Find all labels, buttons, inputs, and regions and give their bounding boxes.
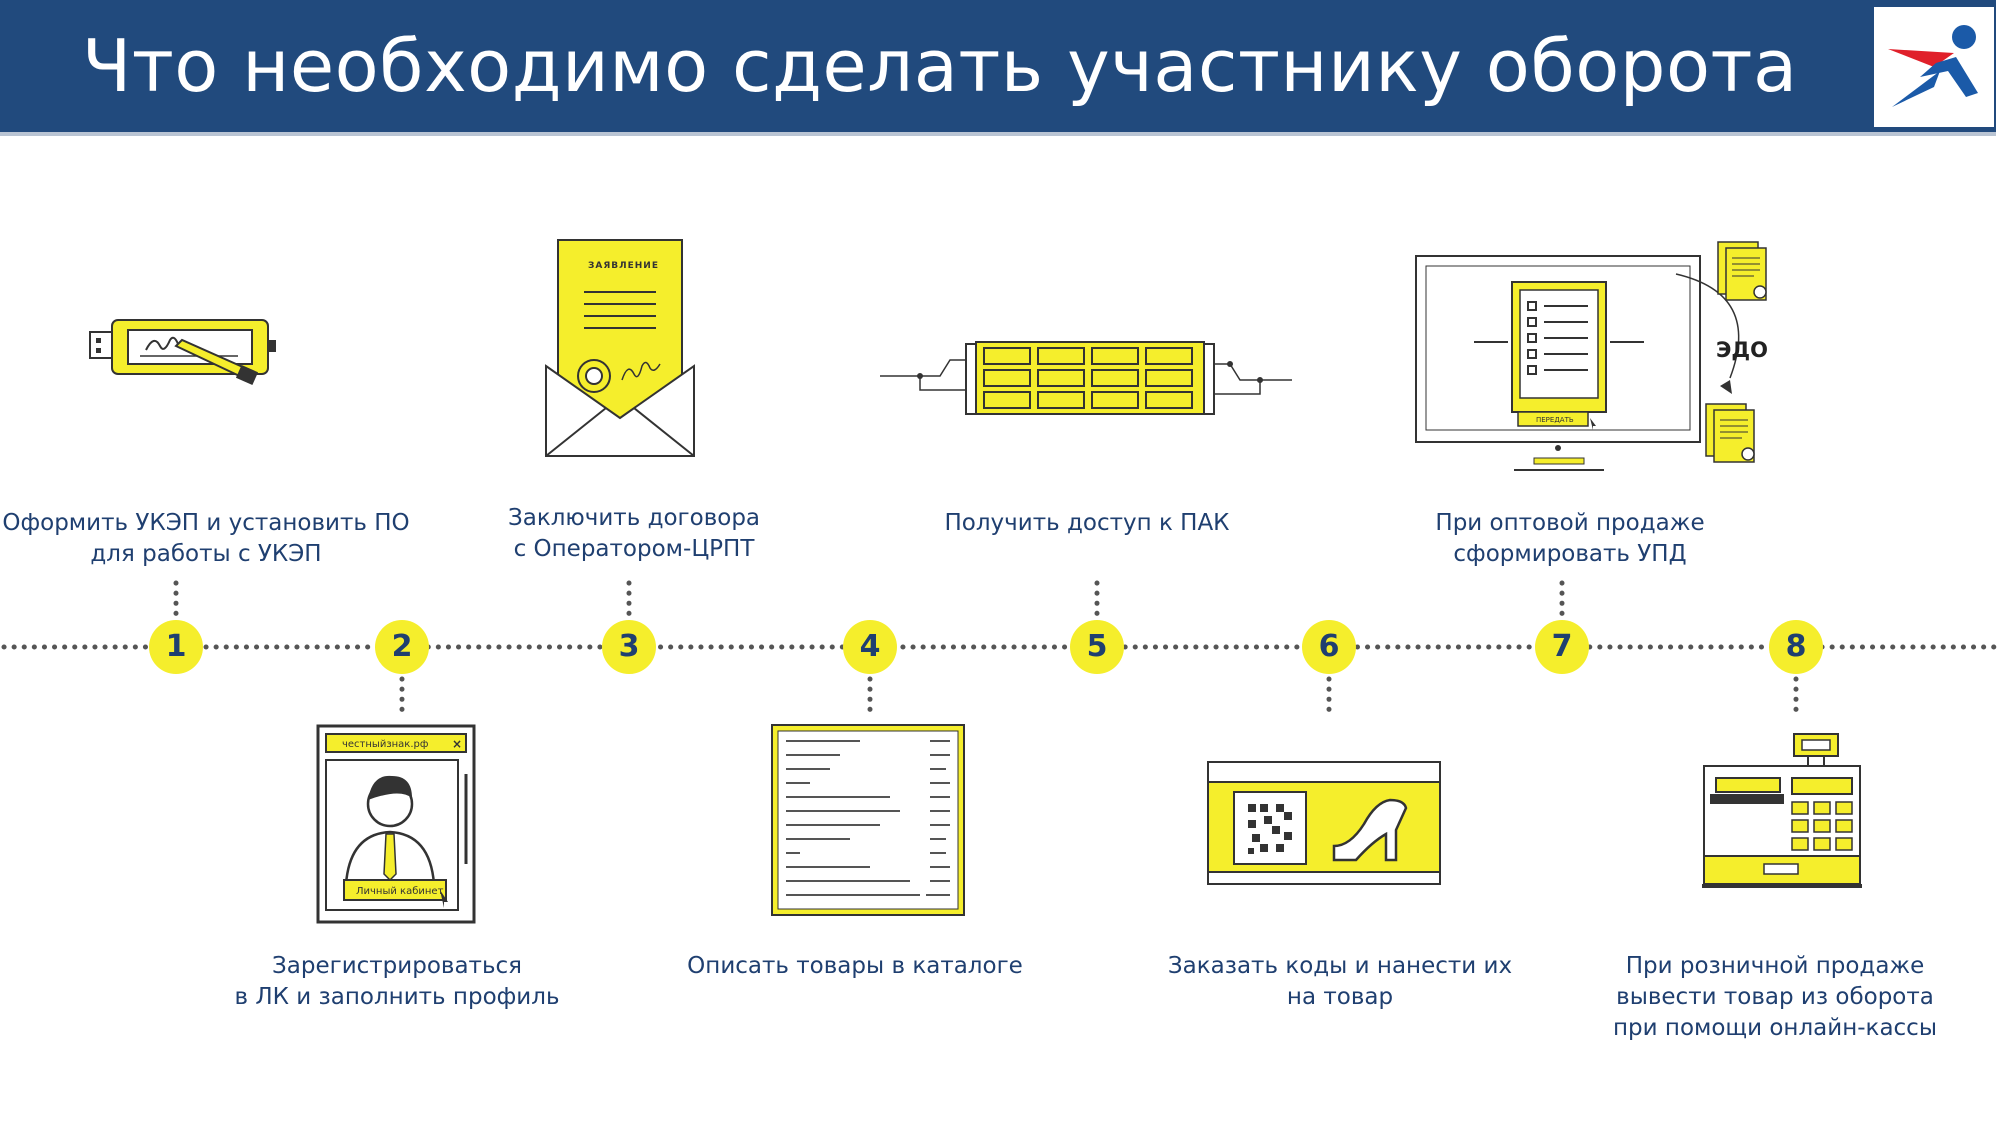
connector-step-8 [1793, 676, 1799, 712]
page-title: Что необходимо сделать участнику оборота [82, 24, 1798, 108]
icon-cabinet-label: Личный кабинет [356, 886, 444, 897]
catalog-form-icon [770, 723, 966, 917]
edo-label: ЭДО [1716, 338, 1768, 362]
step-6-circle: 6 [1302, 620, 1356, 674]
step-1-label: Оформить УКЭП и установить ПО для работы… [2, 510, 410, 567]
header-bar: Что необходимо сделать участнику оборота [0, 0, 1996, 136]
svg-text:×: × [452, 737, 462, 751]
icon-site-label: честныйзнак.рф [342, 739, 428, 750]
runner-logo-icon [1888, 25, 1978, 107]
connector-step-6 [1326, 676, 1332, 712]
logo [1874, 7, 1994, 127]
step-5-circle: 5 [1070, 620, 1124, 674]
connector-step-3 [626, 580, 632, 616]
connector-step-2 [399, 676, 405, 712]
personal-account-window-icon: честныйзнак.рф × Личный кабинет [316, 724, 476, 924]
connector-step-7 [1559, 580, 1565, 616]
step-7-label: При оптовой продаже сформировать УПД [1435, 510, 1705, 567]
step-3-circle: 3 [602, 620, 656, 674]
step-3-label: Заключить договора с Оператором-ЦРПТ [507, 505, 761, 562]
step-6-label: Заказать коды и нанести их на товар [1167, 953, 1513, 1010]
step-7-circle: 7 [1535, 620, 1589, 674]
step-2-circle: 2 [375, 620, 429, 674]
icon-application-title: ЗАЯВЛЕНИЕ [588, 261, 659, 271]
connector-step-4 [867, 676, 873, 712]
usb-token-signature-icon [88, 310, 298, 390]
step-5-label: Получить доступ к ПАК [944, 510, 1230, 536]
step-4-circle: 4 [843, 620, 897, 674]
step-4-label: Описать товары в каталоге [687, 953, 1023, 979]
cash-register-icon [1700, 730, 1864, 890]
step-2-label: Зарегистрироваться в ЛК и заполнить проф… [234, 953, 560, 1010]
step-8-circle: 8 [1769, 620, 1823, 674]
step-8-label: При розничной продаже вывести товар из о… [1613, 953, 1937, 1041]
icon-send-label: ПЕРЕДАТЬ [1536, 416, 1574, 424]
step-1-circle: 1 [149, 620, 203, 674]
timeline-dotted-line [1, 644, 1999, 650]
connector-step-1 [173, 580, 179, 616]
server-rack-icon [880, 340, 1292, 416]
connector-step-5 [1094, 580, 1100, 616]
edo-monitor-icon: ПЕРЕДАТЬ [1414, 238, 1774, 478]
code-label-shoe-icon [1206, 760, 1442, 886]
application-envelope-icon: ЗАЯВЛЕНИЕ [544, 238, 696, 460]
